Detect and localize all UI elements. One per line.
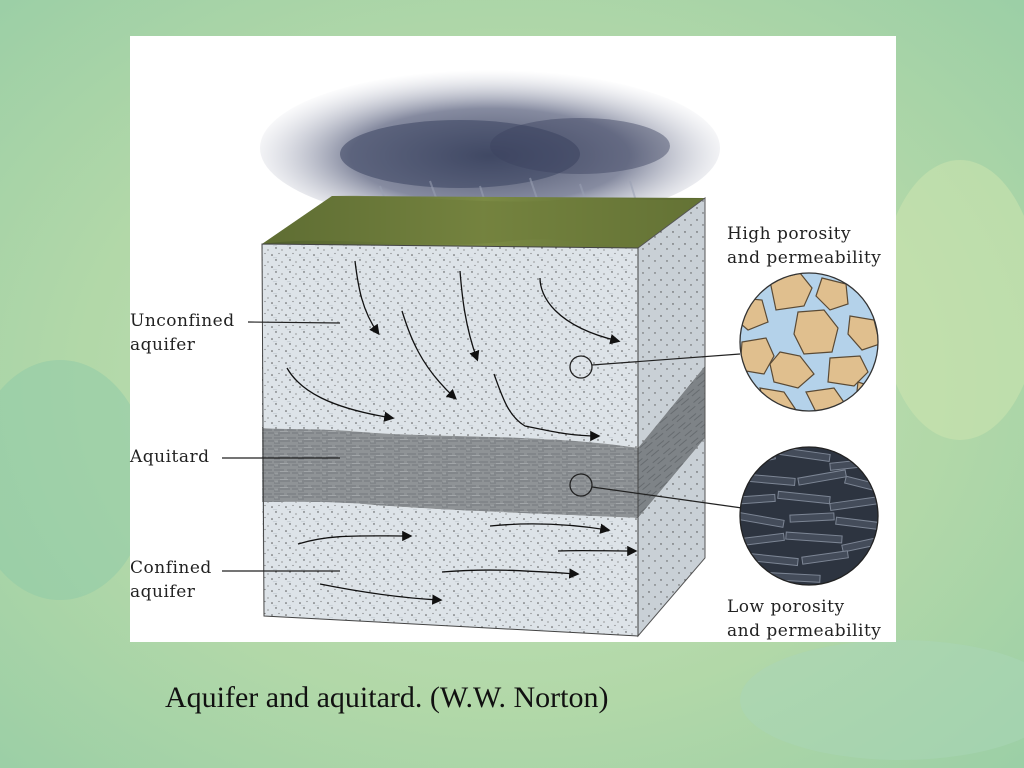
low-porosity-detail: [739, 446, 879, 586]
block-side-face: [637, 197, 706, 638]
groundwater-flow-arrows: [286, 260, 638, 605]
unconfined-aquifer-layer: [262, 244, 638, 448]
sample-point-aquitard: [569, 473, 593, 497]
ground-surface: [262, 195, 705, 249]
aquifer-diagram: Unconfined aquifer Aquitard Confined aqu…: [130, 36, 896, 642]
confined-aquifer-layer: [262, 501, 638, 636]
aquitard-label: Aquitard: [130, 447, 210, 467]
high-porosity-label: High porosity and permeability: [727, 224, 882, 268]
confined-aquifer-label: Confined aquifer: [130, 558, 212, 602]
connector-lines: [222, 321, 743, 572]
figure-caption: Aquifer and aquitard. (W.W. Norton): [165, 681, 609, 714]
high-porosity-detail: [739, 272, 879, 412]
rain-cloud: [260, 70, 720, 235]
unconfined-aquifer-label: Unconfined aquifer: [130, 311, 235, 355]
aquitard-layer: [262, 428, 638, 518]
sample-point-unconfined: [569, 355, 593, 379]
low-porosity-label: Low porosity and permeability: [727, 597, 882, 641]
